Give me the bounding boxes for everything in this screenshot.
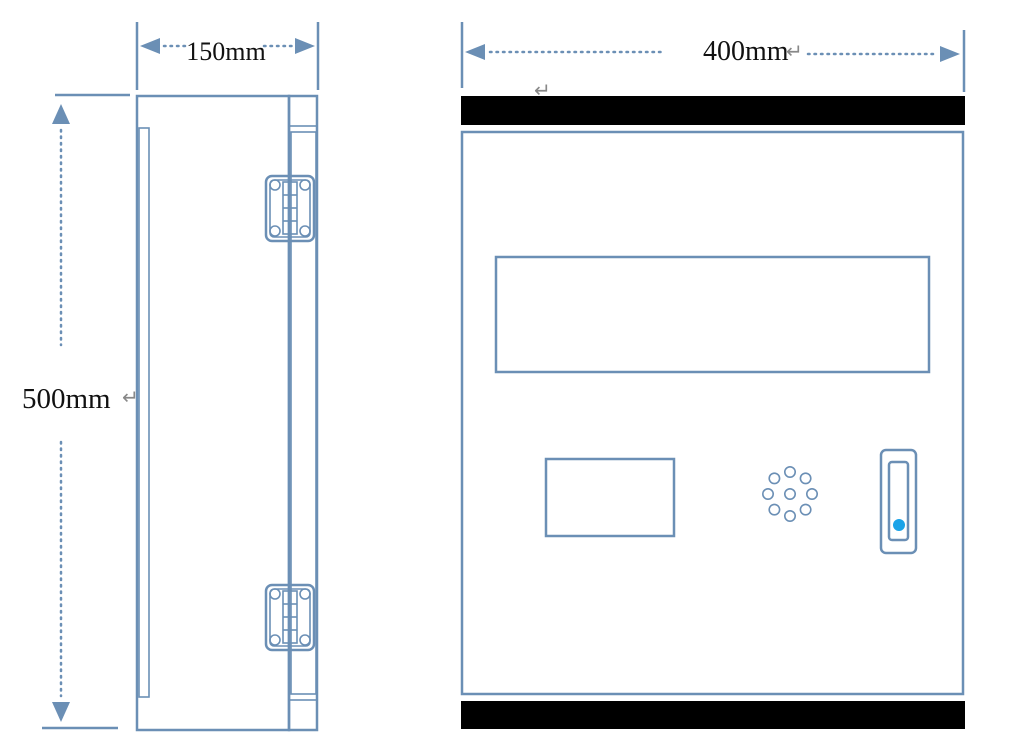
- top-mounting-bar: [461, 96, 965, 125]
- key-slot: [879, 448, 918, 555]
- side-door-inner: [290, 131, 317, 695]
- indicator-light: [893, 519, 905, 531]
- speaker-hole: [799, 503, 812, 516]
- hinge-bottom: [264, 583, 316, 652]
- depth-dimension: 150mm: [135, 22, 320, 90]
- height-dimension: 500mm ↵: [22, 93, 139, 730]
- side-door-bottom-cap: [288, 699, 318, 731]
- front-panel: [460, 130, 965, 696]
- depth-label: 150mm: [186, 37, 265, 66]
- speaker-hole: [768, 503, 781, 516]
- speaker-hole: [783, 465, 796, 478]
- speaker-hole: [805, 487, 818, 500]
- front-view: 400mm ↵ ↵: [460, 22, 966, 729]
- hinge-top: [264, 174, 316, 243]
- side-inner-strip: [138, 127, 150, 698]
- small-screen: [544, 457, 676, 538]
- width-label: 400mm: [703, 36, 789, 67]
- display-window: [494, 255, 931, 374]
- speaker-grille: [761, 465, 818, 522]
- bottom-mounting-bar: [461, 701, 965, 729]
- width-return-mark: ↵: [786, 39, 803, 63]
- speaker-hole: [761, 487, 774, 500]
- width-dimension: 400mm ↵ ↵: [460, 22, 966, 102]
- side-door-top-cap: [288, 95, 318, 127]
- speaker-hole: [783, 509, 796, 522]
- speaker-hole: [799, 472, 812, 485]
- speaker-hole-center: [783, 487, 796, 500]
- side-view: 150mm 500mm ↵: [22, 22, 320, 732]
- return-mark: ↵: [122, 385, 139, 409]
- height-label: 500mm: [22, 383, 111, 415]
- speaker-hole: [768, 472, 781, 485]
